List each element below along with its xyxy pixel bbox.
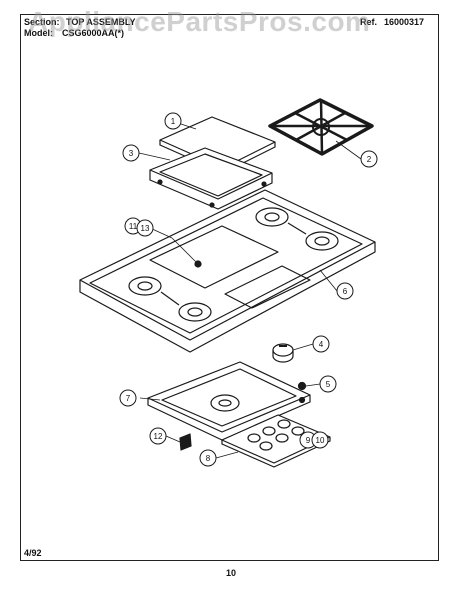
- callout-5: 5: [326, 380, 331, 389]
- section-label: Section:: [24, 17, 60, 27]
- burner-grate: [268, 98, 374, 156]
- watermark: AppliancePartsPros.com: [28, 6, 371, 37]
- callout-13: 13: [141, 224, 150, 233]
- ref-value: 16000317: [384, 17, 425, 27]
- callout-8: 8: [206, 454, 211, 463]
- model-value: CSG6000AA(*): [62, 28, 125, 38]
- model-label: Model:: [24, 28, 53, 38]
- callout-1: 1: [171, 117, 176, 126]
- callout-7: 7: [126, 394, 131, 403]
- griddle-frame: [149, 147, 273, 210]
- cooktop-panel: [79, 189, 376, 353]
- footer-date: 4/92: [24, 548, 42, 558]
- callout-12: 12: [154, 432, 163, 441]
- control-plate: [221, 414, 331, 468]
- section-value: TOP ASSEMBLY: [66, 17, 136, 27]
- ref-label: Ref.: [360, 17, 378, 27]
- diagram-frame: [20, 14, 439, 561]
- callout-11: 11: [129, 222, 138, 231]
- callout-6: 6: [343, 287, 348, 296]
- grommet: [297, 381, 307, 404]
- mounting-clip: [179, 433, 192, 451]
- callout-2: 2: [367, 155, 372, 164]
- page-number: 10: [226, 568, 237, 578]
- callout-3: 3: [129, 149, 134, 158]
- callout-10: 10: [316, 436, 325, 445]
- control-knob: [272, 343, 294, 363]
- callout-4: 4: [319, 340, 324, 349]
- callout-9: 9: [306, 436, 311, 445]
